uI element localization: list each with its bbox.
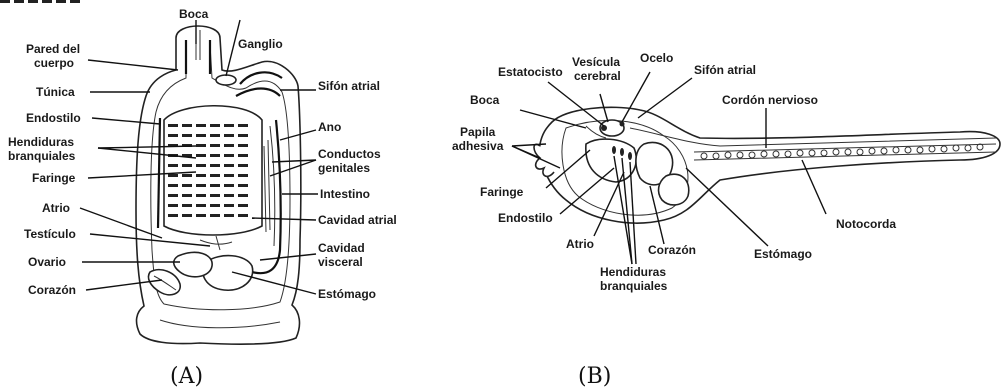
label-vesicula-2: cerebral [574,69,621,83]
label-boca-b: Boca [470,93,500,107]
stomach-larva [659,174,689,205]
panel-b-caption: (B) [578,364,611,389]
label-corazon-b: Corazón [648,243,696,257]
label-estatocisto: Estatocisto [498,65,563,79]
label-hend-b-2: branquiales [600,279,668,293]
label-hend-a-1: Hendiduras [8,135,74,149]
label-cond-2: genitales [318,161,370,175]
label-endostilo-b: Endostilo [498,211,553,225]
label-hend-a-2: branquiales [8,149,76,163]
label-faringe-b: Faringe [480,185,524,199]
label-hend-b-1: Hendiduras [600,265,666,279]
label-ocelo: Ocelo [640,51,673,65]
label-cav-visc-2: visceral [318,255,363,269]
label-sifon-a: Sifón atrial [318,79,380,93]
label-cavidad-atrial: Cavidad atrial [318,213,397,227]
label-notocorda: Notocorda [836,217,896,231]
label-faringe-a: Faringe [32,171,76,185]
label-atrio-b: Atrio [566,237,594,251]
ganglion [216,75,236,85]
label-intestino: Intestino [320,187,370,201]
label-vesicula-1: Vesícula [572,55,620,69]
label-atrio-a: Atrio [42,201,70,215]
label-papila-2: adhesiva [452,139,504,153]
label-cav-visc-1: Cavidad [318,241,365,255]
ocellus [620,122,625,127]
label-tunica: Túnica [36,85,75,99]
label-papila-1: Papila [460,125,496,139]
panel-b-figure [534,107,1000,223]
panel-a-caption: (A) [170,364,203,389]
label-endostilo-a: Endostilo [26,111,81,125]
label-testiculo: Testículo [24,227,76,241]
label-boca-a: Boca [179,7,209,21]
label-estomago-a: Estómago [318,287,376,301]
label-pared-2: cuerpo [34,56,74,70]
label-estomago-b: Estómago [754,247,812,261]
label-corazon-a: Corazón [28,283,76,297]
label-sifon-b: Sifón atrial [694,63,756,77]
label-ganglio: Ganglio [238,37,283,51]
panel-b-labels: Ocelo Vesícula cerebral Estatocisto Sifó… [452,51,896,389]
label-ovario: Ovario [28,255,66,269]
label-ano: Ano [318,120,341,134]
label-cond-1: Conductos [318,147,381,161]
label-cordon: Cordón nervioso [722,93,818,107]
label-pared-1: Pared del [26,42,80,56]
